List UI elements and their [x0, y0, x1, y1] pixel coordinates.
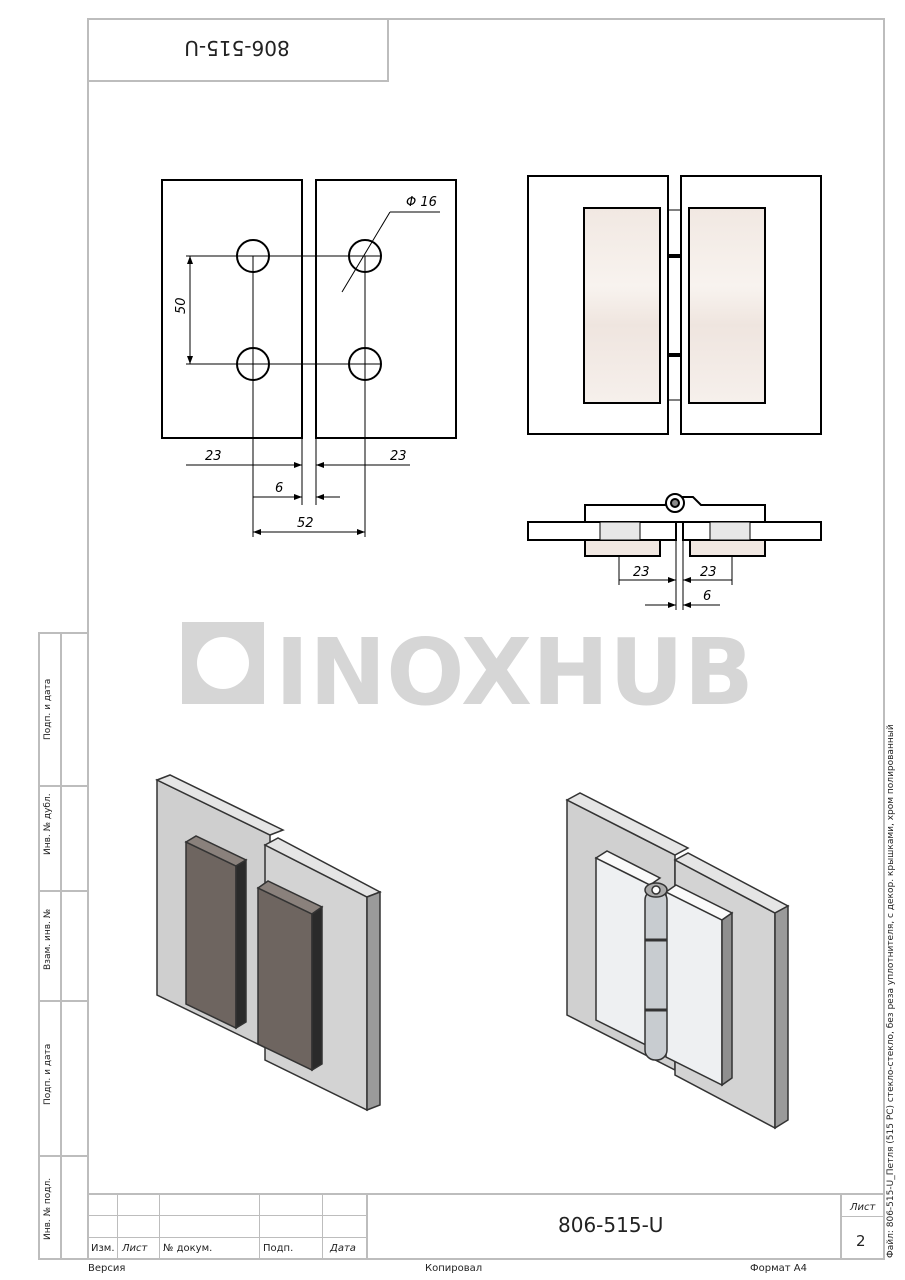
title-divider	[840, 1193, 842, 1258]
title-divider	[322, 1193, 323, 1258]
footer-version: Версия	[88, 1263, 126, 1274]
col-list: Лист	[122, 1243, 148, 1254]
dim-right-offset: 23	[390, 449, 407, 464]
footer-format: Формат А4	[750, 1263, 807, 1274]
dim-gap: 6	[275, 481, 283, 496]
dim-total: 52	[297, 516, 314, 531]
col-sign: Подп.	[263, 1243, 294, 1254]
dim-vertical: 50	[174, 297, 189, 314]
sheet-label: Лист	[850, 1202, 876, 1213]
drawing-frame	[87, 18, 885, 1260]
title-divider	[87, 1215, 367, 1216]
side-strip	[38, 632, 89, 1260]
top-code-box: 806-515-U	[87, 18, 389, 82]
col-date: Дата	[330, 1243, 356, 1254]
sheet-number: 2	[856, 1232, 866, 1250]
col-izm: Изм.	[91, 1243, 115, 1254]
strip-divider	[38, 1155, 87, 1157]
strip-divider	[60, 632, 62, 1258]
title-divider	[87, 1237, 367, 1238]
watermark-text: INOXHUB	[275, 619, 754, 726]
side-dim-left: 23	[633, 565, 650, 580]
strip-divider	[38, 785, 87, 787]
title-block	[87, 1193, 883, 1260]
strip-divider	[38, 1000, 87, 1002]
back-view	[527, 175, 822, 435]
dim-diameter: Φ 16	[406, 195, 437, 210]
footer-copied: Копировал	[425, 1263, 483, 1274]
side-view	[527, 493, 822, 610]
iso-view-hinge	[565, 792, 790, 1130]
title-divider	[840, 1216, 883, 1217]
watermark-logo: INOXHUB	[182, 619, 754, 726]
title-divider	[259, 1193, 260, 1258]
designation: 806-515-U	[558, 1213, 664, 1237]
title-divider	[117, 1193, 118, 1258]
col-doc: № докум.	[163, 1243, 213, 1254]
side-dim-gap: 6	[703, 589, 711, 604]
title-divider	[159, 1193, 160, 1258]
side-dim-right: 23	[700, 565, 717, 580]
iso-view-decor-caps	[155, 774, 382, 1112]
title-divider	[366, 1193, 368, 1258]
strip-divider	[38, 890, 87, 892]
dim-left-offset: 23	[205, 449, 222, 464]
front-view	[161, 179, 457, 537]
